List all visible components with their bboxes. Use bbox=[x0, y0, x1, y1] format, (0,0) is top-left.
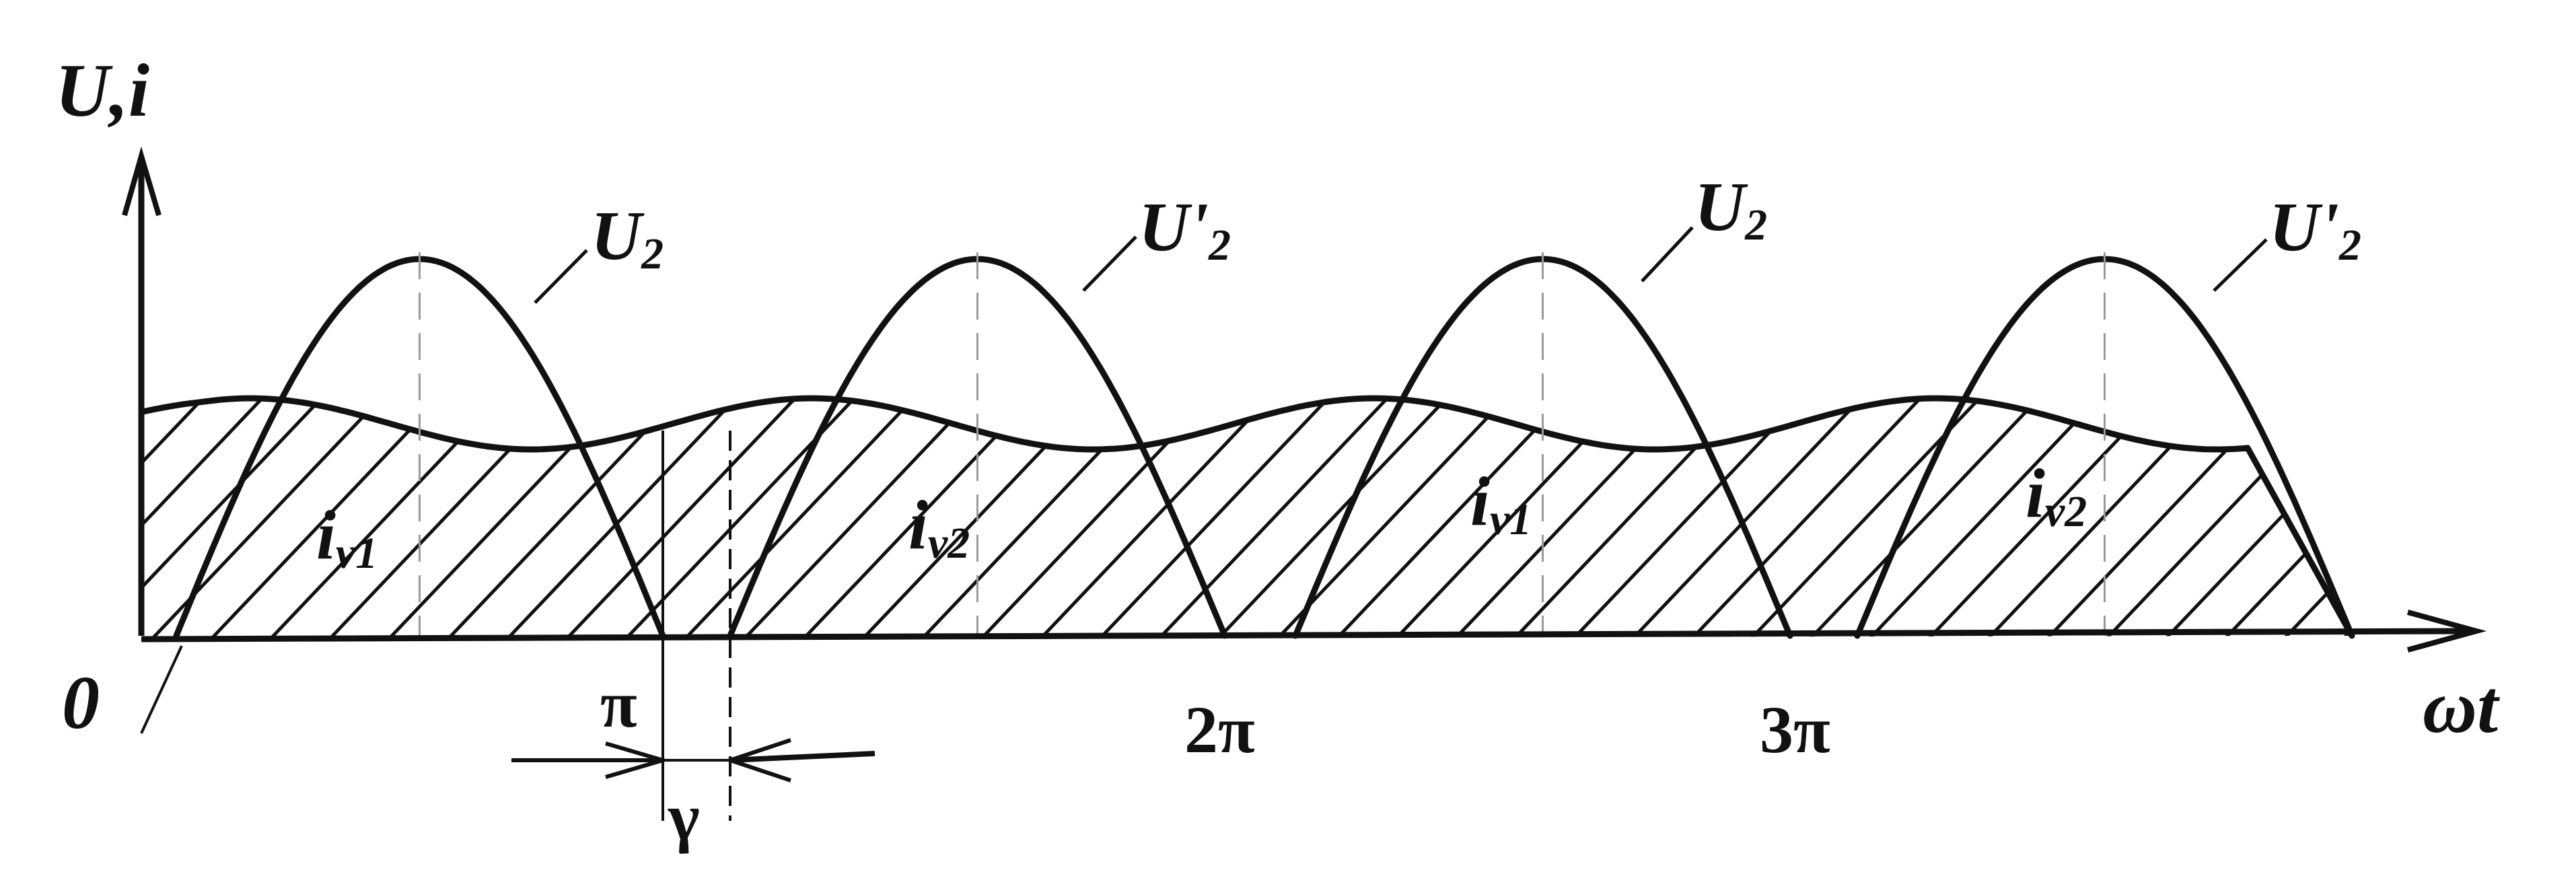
depth-baseline bbox=[140, 645, 183, 734]
tick-2pi: 2π bbox=[1184, 692, 1255, 767]
tick-3pi: 3π bbox=[1760, 692, 1830, 767]
hatch-line bbox=[1802, 398, 2061, 639]
hatched-current-area bbox=[0, 377, 2576, 646]
hatch-line bbox=[2514, 377, 2576, 646]
hatch-line bbox=[2335, 398, 2352, 639]
y-axis-label: U,i bbox=[55, 49, 149, 133]
current-envelope-curve bbox=[141, 395, 2355, 638]
hatch-line bbox=[141, 398, 225, 639]
label-iv1-second: iv1 bbox=[1470, 463, 1532, 544]
hatch-line bbox=[1684, 398, 1942, 639]
x-axis-arrowhead bbox=[2406, 610, 2487, 653]
overlap-dimension bbox=[511, 431, 875, 821]
hatch-line bbox=[141, 398, 284, 639]
label-u2-second: U2 bbox=[1694, 168, 1767, 250]
hatch-line bbox=[1092, 398, 1350, 639]
tick-pi: π bbox=[600, 667, 637, 741]
x-axis bbox=[141, 628, 2477, 643]
label-iv2-first: iv2 bbox=[908, 486, 970, 568]
label-u2-prime-first: U'2 bbox=[1139, 188, 1231, 270]
hatch-line bbox=[499, 398, 758, 639]
hatch-line bbox=[1151, 398, 1409, 639]
label-u2-first: U2 bbox=[591, 197, 664, 279]
label-iv2-second: iv2 bbox=[2026, 455, 2087, 536]
overlap-gamma-label: γ bbox=[668, 780, 700, 854]
hatch-line bbox=[2276, 398, 2352, 639]
hatch-line bbox=[2573, 377, 2576, 646]
hatch-line bbox=[677, 398, 935, 639]
hatch-line bbox=[2157, 398, 2352, 639]
hatch-line bbox=[1210, 398, 1468, 639]
hatch-line bbox=[0, 377, 46, 646]
hatch-line bbox=[2455, 377, 2576, 646]
label-leaders bbox=[534, 226, 2268, 304]
hatch-line bbox=[1624, 398, 1883, 639]
label-u2-prime-second: U'2 bbox=[2269, 188, 2361, 270]
origin-label: 0 bbox=[62, 661, 100, 745]
arch-center-guides bbox=[419, 252, 2106, 636]
hatch-line bbox=[141, 398, 343, 639]
hatch-line bbox=[0, 377, 105, 646]
y-axis-arrowhead bbox=[122, 146, 162, 217]
hatch-line bbox=[559, 398, 817, 639]
hatch-line bbox=[1743, 398, 2001, 639]
hatch-line bbox=[2396, 377, 2576, 646]
x-axis-label: ωt bbox=[2423, 665, 2500, 749]
label-iv1-first: iv1 bbox=[316, 497, 378, 578]
